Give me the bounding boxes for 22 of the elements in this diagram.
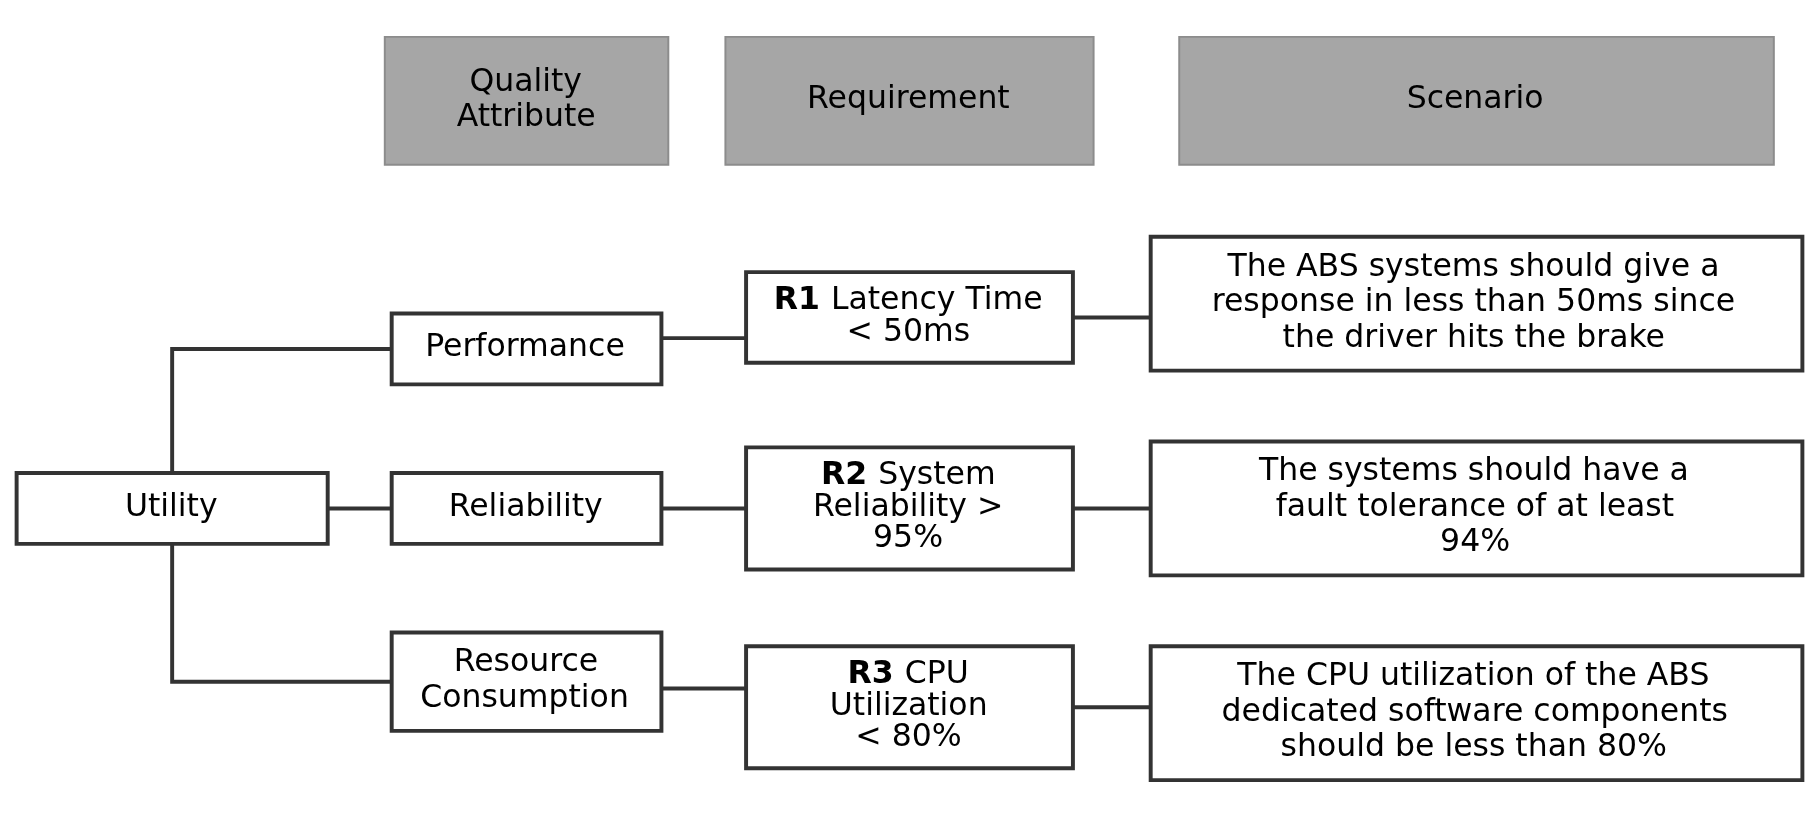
node-box: Scenario (1178, 35, 1775, 166)
connector (170, 543, 392, 684)
node-box: Utility (14, 470, 330, 546)
node-box: Performance (389, 311, 664, 386)
connector (661, 505, 746, 510)
node-box: R1 Latency Time < 50ms (744, 269, 1075, 365)
node-box: The ABS systems should give a response in less than 50ms since the driver hits the brake (1148, 234, 1805, 373)
connector (661, 335, 746, 340)
connector (170, 346, 392, 472)
node-box: Requirement (724, 35, 1095, 166)
node-box: The CPU utilization of the ABS dedicated software components should be less than 80% (1148, 643, 1805, 782)
connector (328, 505, 392, 510)
node-box: R3 CPU Utilization < 80% (744, 643, 1075, 770)
connector (1073, 314, 1151, 319)
node-box: R2 System Reliability > 95% (744, 444, 1075, 571)
connector (1073, 505, 1151, 510)
connector (661, 686, 746, 691)
connector (1073, 704, 1151, 709)
node-box: The systems should have a fault tolerance of at least 94% (1148, 439, 1805, 577)
node-box: Quality Attribute (383, 35, 670, 166)
node-box: Resource Consumption (389, 630, 664, 733)
node-box: Reliability (389, 470, 664, 546)
